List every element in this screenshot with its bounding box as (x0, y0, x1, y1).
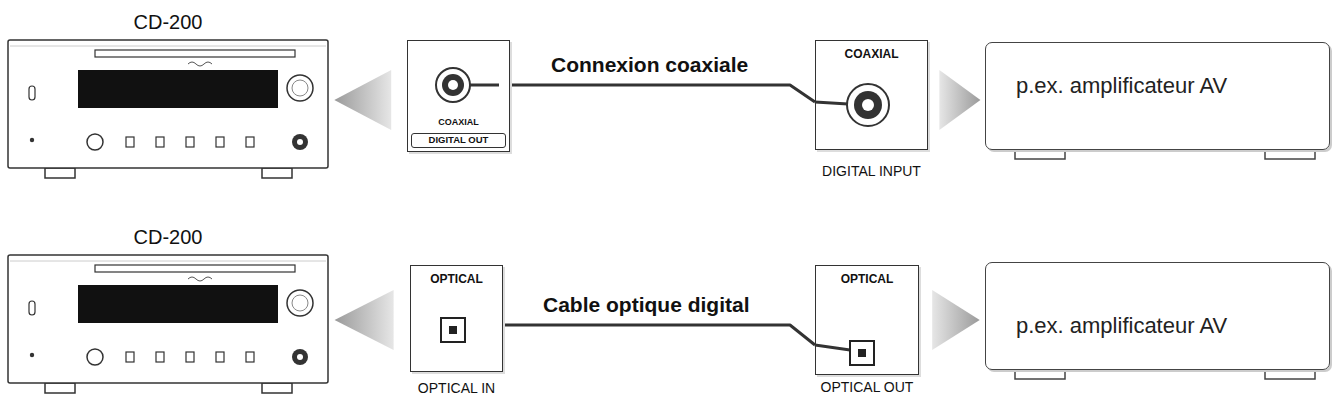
cable (503, 325, 815, 345)
device-label: p.ex. amplificateur AV (1016, 313, 1227, 338)
port-label: OPTICAL (411, 273, 502, 287)
cd-player (8, 40, 328, 178)
coaxial-jack (436, 68, 499, 102)
port-panel: COAXIAL DIGITAL OUT (407, 40, 510, 152)
port-label: COAXIAL (816, 48, 927, 62)
port-panel: OPTICALOPTICAL OUT (815, 265, 919, 375)
direction-arrow (335, 290, 394, 350)
port-panel: COAXIALDIGITAL INPUT (815, 40, 928, 150)
device-label: p.ex. amplificateur AV (1016, 73, 1227, 98)
amplifier-box: p.ex. amplificateur AV (985, 262, 1330, 370)
coaxial-jack (815, 84, 889, 126)
device-name: CD-200 (8, 226, 328, 249)
cd-player: CD-200 (8, 40, 328, 168)
port-label: COAXIAL (408, 117, 509, 127)
optical-port (815, 341, 874, 365)
port-caption: OPTICAL OUT (821, 379, 914, 395)
cd-player: CD-200 (8, 255, 328, 383)
port-caption: DIGITAL INPUT (822, 163, 921, 179)
port-caption: DIGITAL OUT (411, 133, 506, 148)
direction-arrow (334, 70, 391, 130)
direction-arrow (932, 290, 980, 350)
cd-player (8, 255, 328, 393)
direction-arrow (939, 70, 980, 130)
amplifier-feet (1015, 150, 1315, 379)
cable-label: Cable optique digital (540, 293, 753, 317)
optical-port (441, 318, 465, 342)
cable (510, 85, 815, 102)
device-name: CD-200 (8, 11, 328, 34)
port-panel: OPTICALOPTICAL IN (410, 265, 503, 372)
amplifier-box: p.ex. amplificateur AV (985, 42, 1330, 150)
port-caption: OPTICAL IN (418, 380, 495, 396)
cable-label: Connexion coaxiale (548, 53, 751, 77)
port-label: OPTICAL (816, 273, 918, 287)
